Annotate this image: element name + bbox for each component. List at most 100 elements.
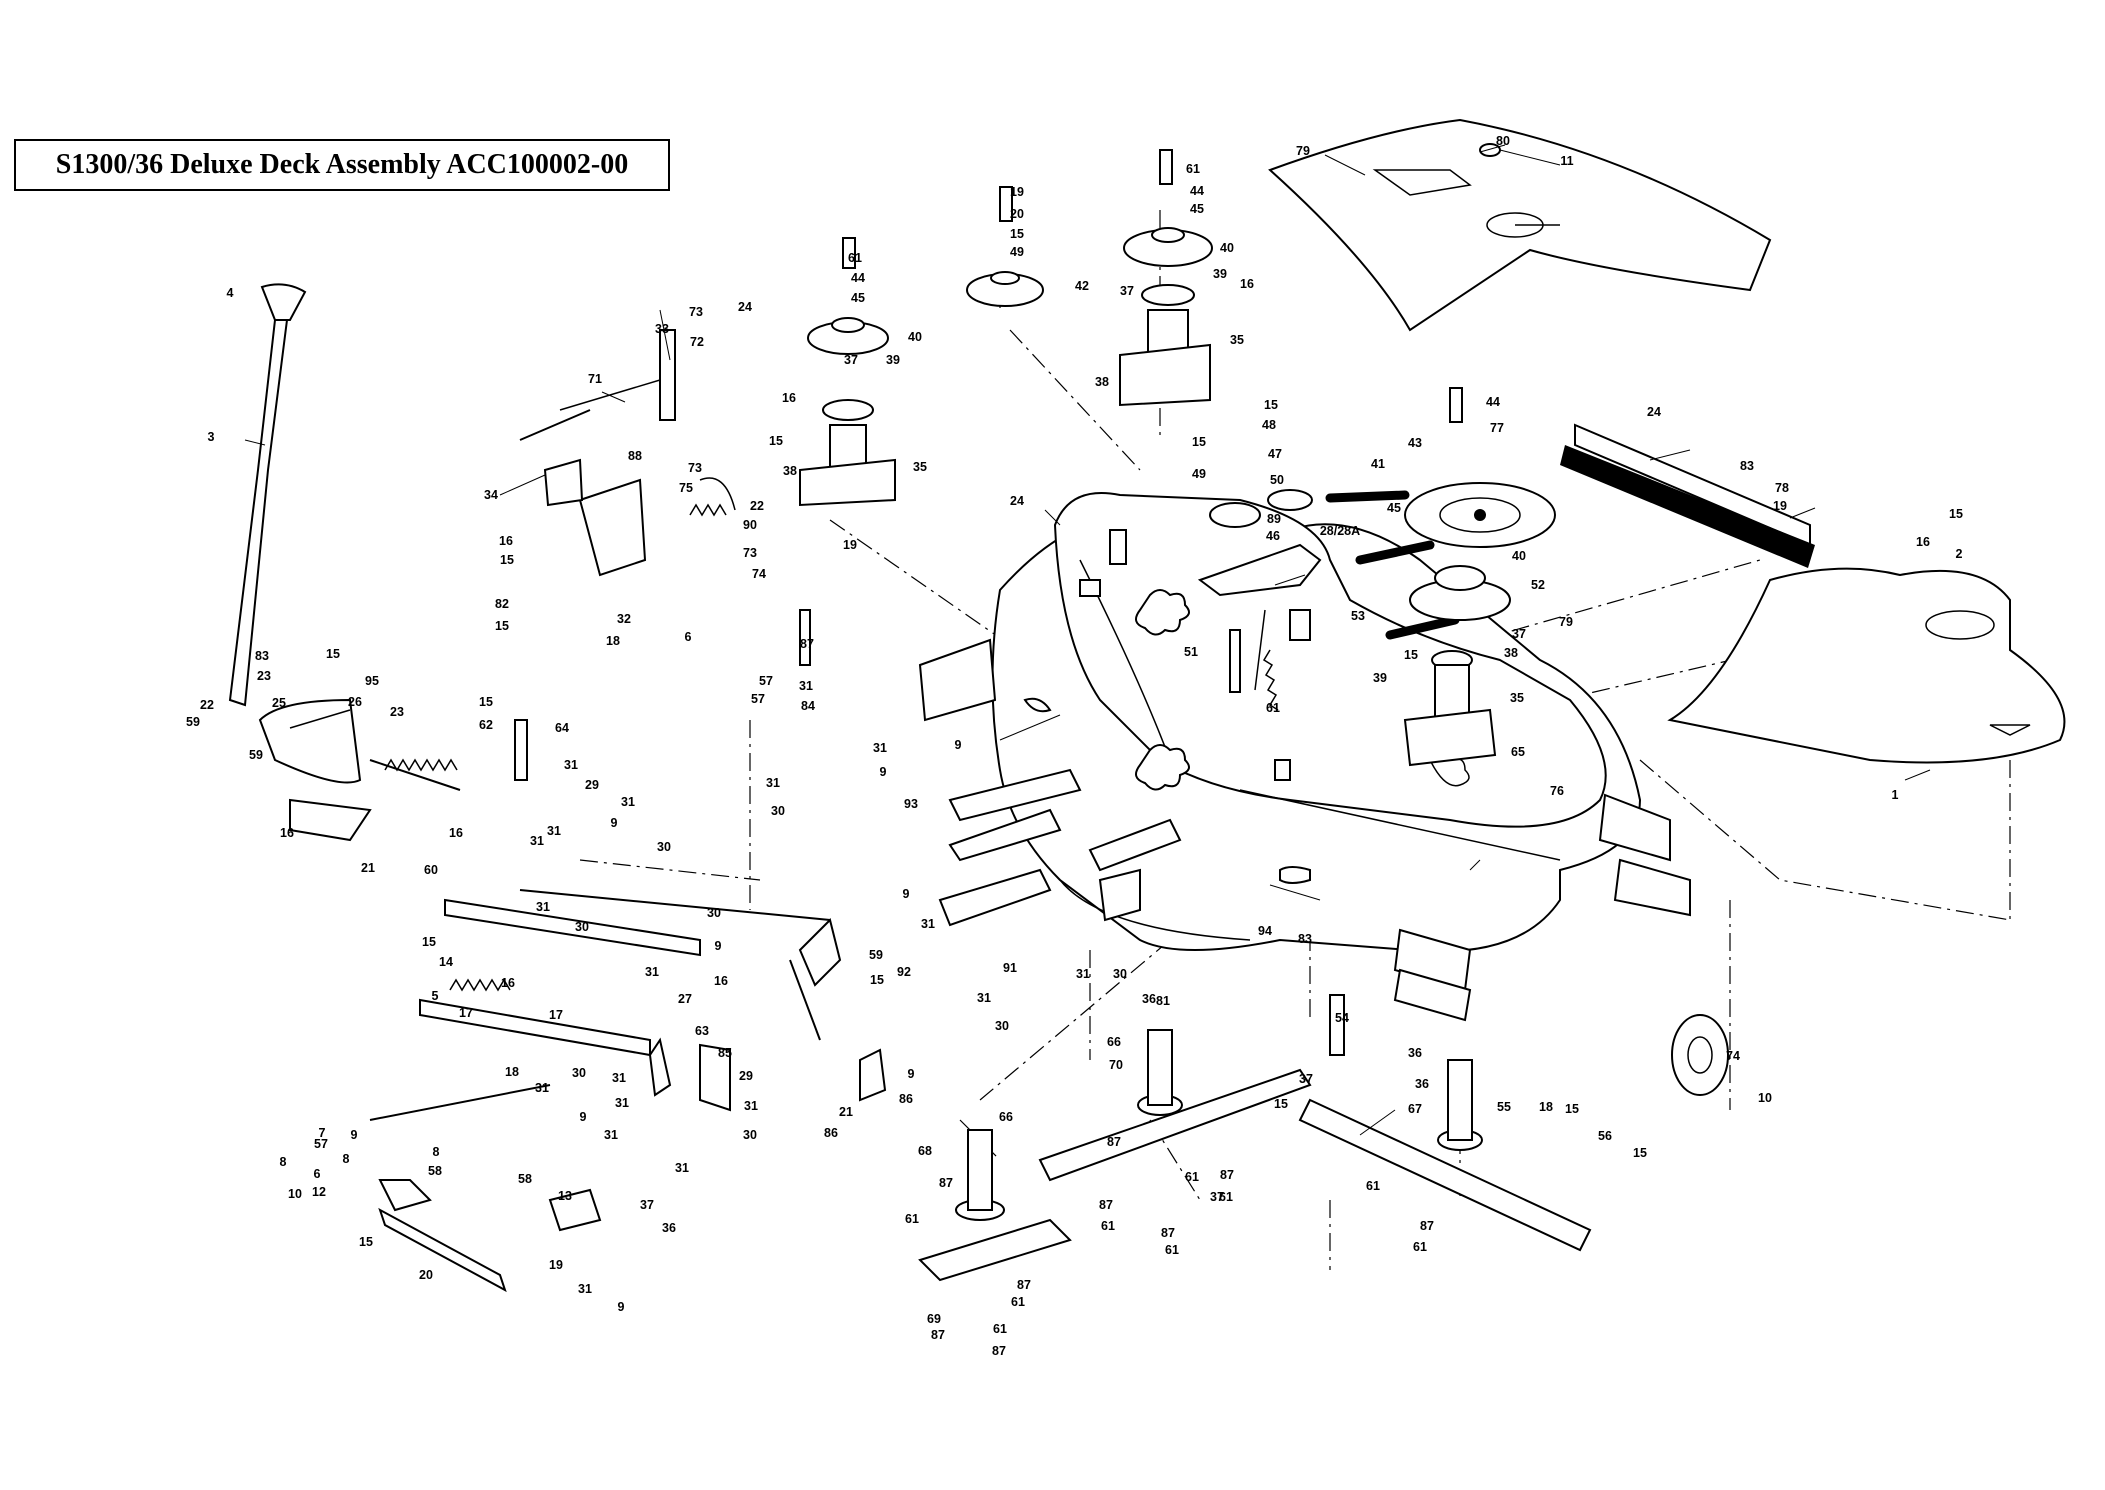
part-callout: 15 bbox=[479, 695, 493, 709]
part-callout: 23 bbox=[257, 669, 271, 683]
part-callout: 64 bbox=[555, 721, 569, 735]
part-callout: 93 bbox=[904, 797, 918, 811]
part-callout: 49 bbox=[1192, 467, 1206, 481]
part-callout: 5 bbox=[432, 989, 439, 1003]
part-callout: 20 bbox=[419, 1268, 433, 1282]
part-callout: 38 bbox=[783, 464, 797, 478]
part-callout: 87 bbox=[1017, 1278, 1031, 1292]
part-callout: 15 bbox=[326, 647, 340, 661]
part-callout: 30 bbox=[572, 1066, 586, 1080]
part-callout: 41 bbox=[1371, 457, 1385, 471]
part-callout: 36 bbox=[662, 1221, 676, 1235]
part-callout: 40 bbox=[1512, 549, 1526, 563]
part-callout: 30 bbox=[995, 1019, 1009, 1033]
part-callout: 79 bbox=[1559, 615, 1573, 629]
part-callout: 27 bbox=[678, 992, 692, 1006]
part-callout: 50 bbox=[1270, 473, 1284, 487]
mower-deck bbox=[918, 492, 1691, 1022]
part-callout: 61 bbox=[1165, 1243, 1179, 1257]
part-callout: 37 bbox=[1299, 1072, 1313, 1086]
part-callout: 87 bbox=[1420, 1219, 1434, 1233]
part-callout: 37 bbox=[1512, 627, 1526, 641]
part-callout: 86 bbox=[824, 1126, 838, 1140]
part-callout: 78 bbox=[1775, 481, 1789, 495]
part-callout: 40 bbox=[908, 330, 922, 344]
part-callout: 48 bbox=[1262, 418, 1276, 432]
part-callout: 47 bbox=[1268, 447, 1282, 461]
part-callout: 87 bbox=[992, 1344, 1006, 1358]
part-callout: 6 bbox=[314, 1167, 321, 1181]
part-callout: 84 bbox=[801, 699, 815, 713]
lift-linkage bbox=[369, 329, 1141, 1293]
part-callout: 8 bbox=[433, 1145, 440, 1159]
part-callout: 94 bbox=[1258, 924, 1272, 938]
part-callout: 31 bbox=[766, 776, 780, 790]
part-callout: 15 bbox=[769, 434, 783, 448]
part-callout: 35 bbox=[1510, 691, 1524, 705]
part-callout: 61 bbox=[905, 1212, 919, 1226]
part-callout: 9 bbox=[908, 1067, 915, 1081]
part-callout: 15 bbox=[1264, 398, 1278, 412]
part-callout: 15 bbox=[422, 935, 436, 949]
part-callout: 86 bbox=[899, 1092, 913, 1106]
part-callout: 15 bbox=[1633, 1146, 1647, 1160]
part-callout: 18 bbox=[1539, 1100, 1553, 1114]
part-callout: 22 bbox=[200, 698, 214, 712]
part-callout: 79 bbox=[1296, 144, 1310, 158]
part-callout: 10 bbox=[1758, 1091, 1772, 1105]
part-callout: 61 bbox=[1101, 1219, 1115, 1233]
part-callout: 15 bbox=[1192, 435, 1206, 449]
part-callout: 9 bbox=[580, 1110, 587, 1124]
part-callout: 30 bbox=[657, 840, 671, 854]
part-callout: 31 bbox=[1076, 967, 1090, 981]
part-callout: 9 bbox=[715, 939, 722, 953]
part-callout: 19 bbox=[843, 538, 857, 552]
part-callout: 73 bbox=[689, 305, 703, 319]
part-callout: 4 bbox=[227, 286, 234, 300]
title-box: S1300/36 Deluxe Deck Assembly ACC100002-… bbox=[14, 139, 670, 191]
part-callout: 59 bbox=[249, 748, 263, 762]
part-callout: 28/28A bbox=[1320, 524, 1360, 538]
part-callout: 31 bbox=[612, 1071, 626, 1085]
part-callout: 73 bbox=[688, 461, 702, 475]
part-callout: 63 bbox=[695, 1024, 709, 1038]
part-callout: 61 bbox=[1011, 1295, 1025, 1309]
part-callout: 12 bbox=[312, 1185, 326, 1199]
part-callout: 71 bbox=[588, 372, 602, 386]
part-callout: 15 bbox=[495, 619, 509, 633]
part-callout: 37 bbox=[844, 353, 858, 367]
part-callout: 26 bbox=[348, 695, 362, 709]
part-callout: 69 bbox=[927, 1312, 941, 1326]
part-callout: 31 bbox=[536, 900, 550, 914]
part-callout: 61 bbox=[1413, 1240, 1427, 1254]
part-callout: 85 bbox=[718, 1046, 732, 1060]
part-callout: 29 bbox=[585, 778, 599, 792]
part-callout: 61 bbox=[1366, 1179, 1380, 1193]
part-callout: 87 bbox=[931, 1328, 945, 1342]
part-callout: 56 bbox=[1598, 1129, 1612, 1143]
part-callout: 9 bbox=[618, 1300, 625, 1314]
part-callout: 24 bbox=[1647, 405, 1661, 419]
part-callout: 83 bbox=[1298, 932, 1312, 946]
part-callout: 13 bbox=[558, 1189, 572, 1203]
part-callout: 16 bbox=[714, 974, 728, 988]
part-callout: 31 bbox=[873, 741, 887, 755]
part-callout: 91 bbox=[1003, 961, 1017, 975]
part-callout: 15 bbox=[500, 553, 514, 567]
part-callout: 53 bbox=[1351, 609, 1365, 623]
part-callout: 83 bbox=[1740, 459, 1754, 473]
part-callout: 19 bbox=[1773, 499, 1787, 513]
part-callout: 92 bbox=[897, 965, 911, 979]
part-callout: 31 bbox=[604, 1128, 618, 1142]
part-callout: 59 bbox=[869, 948, 883, 962]
part-callout: 58 bbox=[518, 1172, 532, 1186]
part-callout: 59 bbox=[186, 715, 200, 729]
part-callout: 15 bbox=[870, 973, 884, 987]
part-callout: 83 bbox=[255, 649, 269, 663]
part-callout: 82 bbox=[495, 597, 509, 611]
top-cover-right bbox=[1268, 118, 1772, 332]
part-callout: 31 bbox=[744, 1099, 758, 1113]
part-callout: 21 bbox=[361, 861, 375, 875]
part-callout: 21 bbox=[839, 1105, 853, 1119]
part-callout: 18 bbox=[606, 634, 620, 648]
